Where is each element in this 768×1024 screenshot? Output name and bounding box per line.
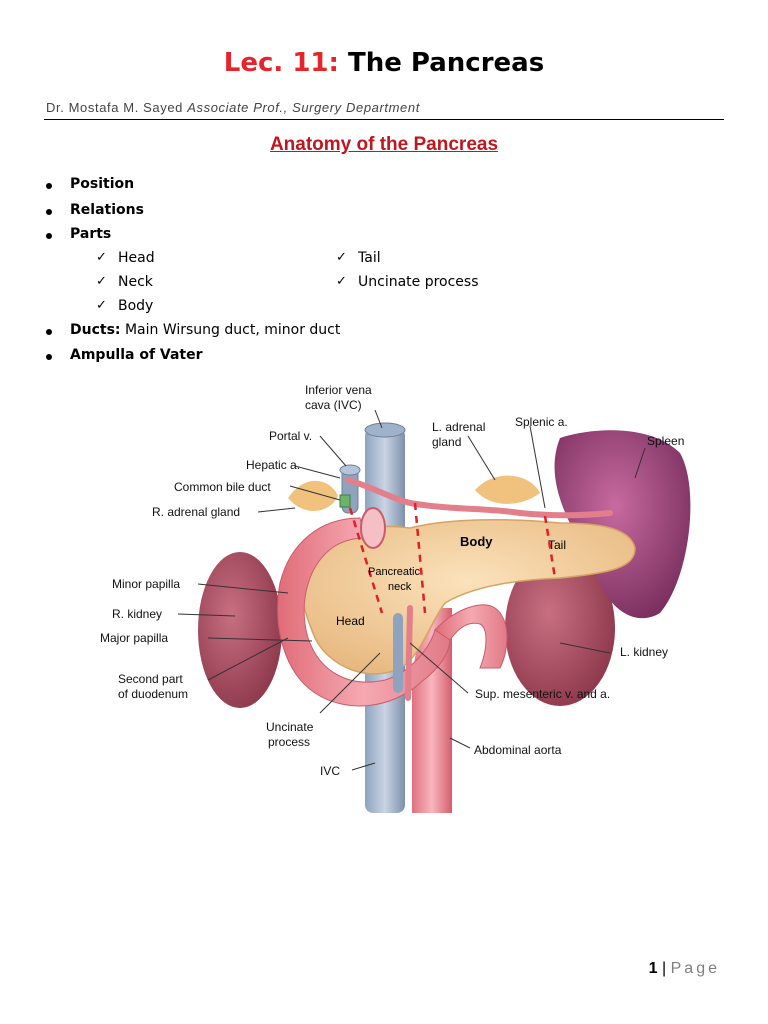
ivc-top-label-2: cava (IVC) — [305, 398, 362, 412]
lecture-title: The Pancreas — [348, 48, 544, 78]
part-label: Tail — [358, 250, 381, 266]
ivc-top-label-1: Inferior vena — [305, 383, 372, 397]
left-adrenal-shape — [475, 476, 540, 504]
anatomy-illustration: Body Tail Pancreatic neck Head I — [90, 368, 700, 813]
author-name: Dr. Mostafa M. Sayed — [46, 100, 183, 115]
neck-label-1: Pancreatic — [368, 566, 420, 578]
minor-papilla-label: Minor papilla — [112, 577, 180, 591]
head-label: Head — [336, 614, 365, 628]
bullet-dot — [46, 329, 52, 335]
part-label: Body — [118, 298, 153, 314]
common-bile-duct-label: Common bile duct — [174, 480, 271, 494]
lecture-number: Lec. 11: — [224, 48, 339, 78]
author-line: Dr. Mostafa M. Sayed Associate Prof., Su… — [46, 100, 420, 115]
uncinate-label-2: process — [268, 735, 310, 749]
ivc-bottom-label: IVC — [320, 764, 340, 778]
hepatic-artery-label: Hepatic a. — [246, 458, 300, 472]
pancreas-anatomy-figure: Body Tail Pancreatic neck Head I — [90, 368, 700, 813]
left-kidney-label: L. kidney — [620, 645, 668, 659]
portal-vein-opening — [340, 465, 360, 475]
second-part-label-2: of duodenum — [118, 687, 188, 701]
bullet-text: Position — [70, 176, 134, 192]
right-kidney-shape — [198, 552, 282, 708]
check-icon: ✓ — [96, 250, 107, 265]
header-divider — [44, 119, 724, 120]
neck-label-2: neck — [388, 581, 412, 593]
ducts-text: Main Wirsung duct, minor duct — [121, 322, 341, 338]
right-adrenal-label: R. adrenal gland — [152, 505, 240, 519]
bullet-text: Relations — [70, 202, 144, 218]
portal-vein-label: Portal v. — [269, 429, 312, 443]
left-adrenal-label-2: gland — [432, 435, 461, 449]
page-footer: 1 | Page — [649, 960, 720, 978]
bullet-dot — [46, 233, 52, 239]
part-label: Neck — [118, 274, 153, 290]
check-icon: ✓ — [96, 298, 107, 313]
bullet-text: Ampulla of Vater — [70, 347, 203, 363]
part-label: Head — [118, 250, 155, 266]
check-icon: ✓ — [336, 274, 347, 289]
body-label: Body — [460, 534, 493, 549]
sup-mesenteric-artery-shape — [408, 608, 410, 698]
bile-duct-shape — [340, 495, 350, 507]
bullet-dot — [46, 354, 52, 360]
ivc-opening — [365, 423, 405, 437]
major-papilla-label: Major papilla — [100, 631, 168, 645]
page-separator: | — [658, 960, 671, 977]
bullet-dot — [46, 183, 52, 189]
right-adrenal-shape — [288, 481, 338, 511]
second-part-label-1: Second part — [118, 672, 183, 686]
tail-label: Tail — [548, 538, 566, 552]
page-number: 1 — [649, 960, 658, 977]
bullet-text: Parts — [70, 226, 111, 242]
section-title: Anatomy of the Pancreas — [0, 134, 768, 156]
check-icon: ✓ — [336, 250, 347, 265]
bullet-dot — [46, 209, 52, 215]
page-word: Page — [671, 960, 720, 977]
right-kidney-label: R. kidney — [112, 607, 162, 621]
splenic-artery-label: Splenic a. — [515, 415, 568, 429]
part-label: Uncinate process — [358, 274, 479, 290]
left-adrenal-label-1: L. adrenal — [432, 420, 485, 434]
author-role: Associate Prof., Surgery Department — [187, 100, 420, 115]
uncinate-label-1: Uncinate — [266, 720, 314, 734]
page-title: Lec. 11: The Pancreas — [0, 48, 768, 78]
spleen-label: Spleen — [647, 434, 684, 448]
duodenum-opening — [361, 508, 385, 548]
sup-mesenteric-label: Sup. mesenteric v. and a. — [475, 687, 610, 701]
abdominal-aorta-label: Abdominal aorta — [474, 743, 562, 757]
ducts-label: Ducts: — [70, 322, 121, 338]
check-icon: ✓ — [96, 274, 107, 289]
